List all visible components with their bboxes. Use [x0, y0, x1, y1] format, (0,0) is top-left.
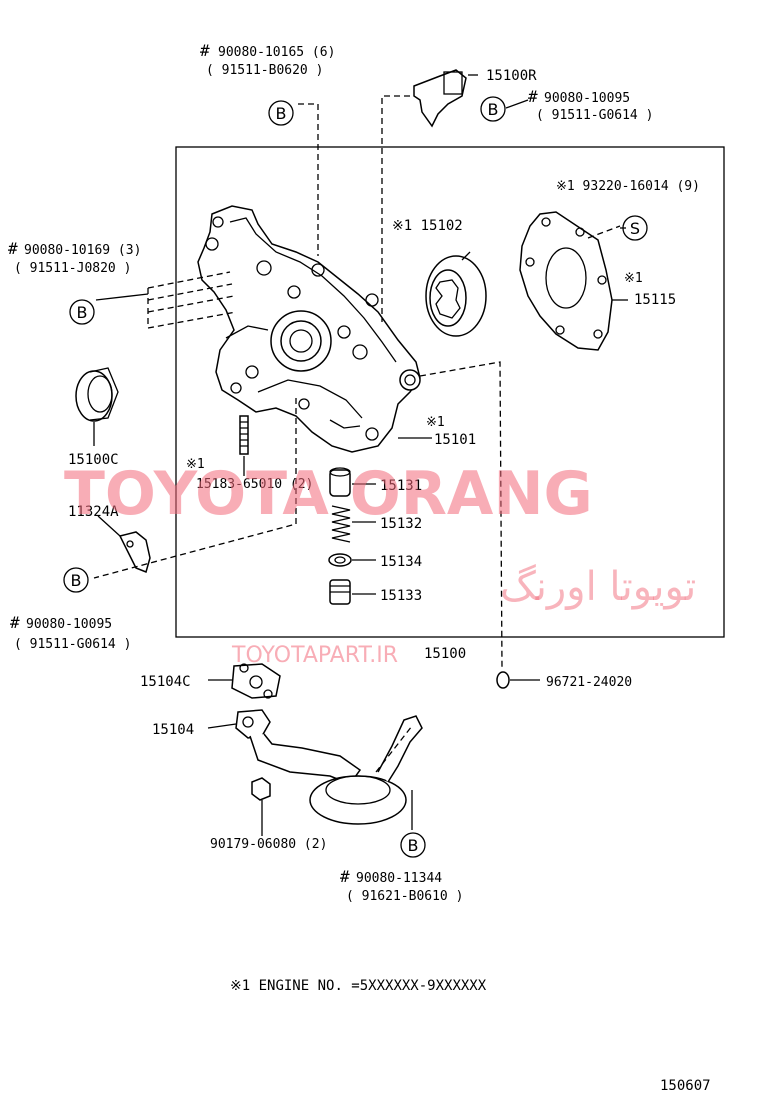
label-bolt-bottom-sub: ( 91621-B0610 ) [346, 889, 463, 904]
assembly-frame [175, 146, 725, 638]
label-15100: 15100 [424, 646, 466, 662]
svg-text:B: B [71, 571, 82, 590]
label-bolt-top: 90080-10165 (6) [218, 45, 335, 60]
oil-pump-body[interactable] [197, 205, 421, 453]
label-bolt-left: 90080-10169 (3) [24, 243, 141, 258]
label-hash-left: # [8, 239, 18, 258]
label-hash-right: # [528, 87, 538, 106]
label-bolt-bottom: 90080-11344 [356, 871, 442, 886]
o-ring[interactable] [496, 671, 510, 689]
callout-b-left: B [69, 299, 95, 325]
callout-b-right: B [480, 96, 506, 122]
label-15183-mark: ※1 [186, 457, 205, 472]
label-15101-mark: ※1 [426, 415, 445, 430]
label-96721: 96721-24020 [546, 675, 632, 690]
svg-text:B: B [77, 303, 88, 322]
svg-text:B: B [408, 836, 419, 855]
relief-valve-spring[interactable] [331, 505, 351, 543]
label-hash-bottom: # [340, 867, 350, 886]
label-15115: 15115 [634, 292, 676, 308]
relief-valve-plunger[interactable] [329, 467, 351, 497]
watermark-main: TOYOTA ORANG [64, 459, 593, 529]
label-15101: 15101 [434, 432, 476, 448]
label-15102: ※1 15102 [392, 218, 463, 234]
label-15104C: 15104C [140, 674, 191, 690]
callout-b-top: B [268, 100, 294, 126]
label-15183: 15183-65010 (2) [196, 477, 313, 492]
label-bolt-right: 90080-10095 [544, 91, 630, 106]
plug[interactable] [329, 579, 351, 605]
label-90179: 90179-06080 (2) [210, 837, 327, 852]
label-hash-top: # [200, 41, 210, 60]
svg-text:B: B [276, 104, 287, 123]
label-screw-s: ※1 93220-16014 (9) [556, 179, 700, 194]
footnote: ※1 ENGINE NO. =5XXXXXX-9XXXXXX [230, 978, 487, 994]
label-15104: 15104 [152, 722, 194, 738]
gasket-ring[interactable] [328, 553, 352, 567]
label-bolt-left-sub: ( 91511-J0820 ) [14, 261, 131, 276]
label-bolt-right-sub: ( 91511-G0614 ) [536, 108, 653, 123]
diagram-id: 150607 [660, 1078, 711, 1094]
strainer-gasket[interactable] [231, 663, 281, 699]
callout-b-bottom: B [400, 832, 426, 858]
svg-text:B: B [488, 100, 499, 119]
label-15100C: 15100C [68, 452, 119, 468]
oil-pump-rotor[interactable] [425, 255, 487, 337]
callout-s: S [622, 215, 648, 241]
nut[interactable] [251, 777, 271, 801]
crank-position-sensor[interactable] [413, 69, 467, 128]
stud-bolt[interactable] [239, 415, 249, 455]
label-bolt-lower-left: 90080-10095 [26, 617, 112, 632]
label-11324A: 11324A [68, 504, 119, 520]
oil-strainer[interactable] [235, 709, 423, 825]
label-15131: 15131 [380, 478, 422, 494]
oil-seal[interactable] [75, 367, 119, 422]
label-15132: 15132 [380, 516, 422, 532]
oil-pump-cover[interactable] [519, 211, 613, 351]
bracket[interactable] [118, 531, 151, 574]
callout-b-lower-left: B [63, 567, 89, 593]
label-15115-mark: ※1 [624, 271, 643, 286]
watermark-persian: تویوتا اورنگ [500, 564, 696, 610]
label-bolt-lower-left-sub: ( 91511-G0614 ) [14, 637, 131, 652]
watermark-url: TOYOTAPART.IR [231, 643, 398, 668]
label-15100R: 15100R [486, 68, 537, 84]
label-bolt-top-sub: ( 91511-B0620 ) [206, 63, 323, 78]
svg-text:S: S [630, 219, 640, 238]
label-15134: 15134 [380, 554, 422, 570]
label-15133: 15133 [380, 588, 422, 604]
label-hash-lower-left: # [10, 613, 20, 632]
